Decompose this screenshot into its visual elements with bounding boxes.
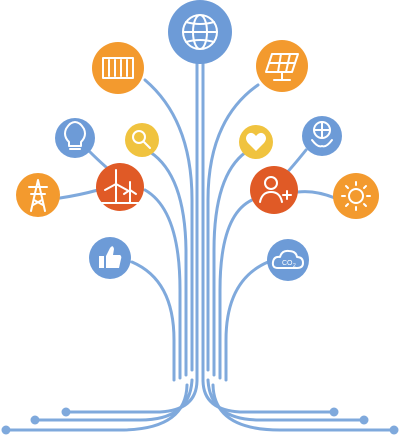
root-right-outer xyxy=(206,378,362,422)
node-wind xyxy=(96,163,144,211)
co2-cloud-icon: CO 2 xyxy=(271,249,304,269)
root-right-bottom xyxy=(211,383,396,432)
thumbs-up-icon xyxy=(99,246,122,268)
magnifier-icon xyxy=(132,130,151,149)
node-bulb xyxy=(55,118,95,158)
add-user-icon xyxy=(259,176,292,203)
bio-globe-icon xyxy=(311,121,333,148)
globe-icon xyxy=(182,14,218,50)
node-like xyxy=(89,237,131,279)
branch-pylon xyxy=(58,188,100,200)
branch-heart xyxy=(212,150,248,377)
root-dot xyxy=(61,407,71,417)
trunk-branch xyxy=(68,56,199,414)
branch-like xyxy=(130,260,176,382)
node-magnifier xyxy=(125,123,159,157)
node-co2: CO 2 xyxy=(267,239,309,281)
branch-hydro xyxy=(143,78,194,372)
power-pylon-icon xyxy=(28,179,48,212)
light-bulb-icon xyxy=(64,121,86,150)
branch-magnifier xyxy=(148,150,188,377)
node-sun xyxy=(333,173,379,219)
node-add-user xyxy=(250,166,298,214)
node-bio-globe xyxy=(302,116,342,156)
tree-nodes: CO 2 xyxy=(16,0,379,281)
root-dot xyxy=(389,425,399,435)
root-left-outer xyxy=(36,378,194,422)
wind-turbine-icon xyxy=(101,169,139,204)
root-dot xyxy=(359,415,369,425)
branch-sun xyxy=(296,190,337,200)
node-heart xyxy=(239,125,273,159)
node-pylon xyxy=(16,173,60,217)
root-left-bottom xyxy=(4,383,189,432)
solar-panel-icon xyxy=(265,53,299,81)
trunk-branch-right xyxy=(201,56,332,414)
sun-icon xyxy=(341,181,371,211)
node-globe xyxy=(168,0,232,64)
heart-icon xyxy=(246,132,266,151)
branch-adduser xyxy=(218,198,254,380)
hydro-dam-icon xyxy=(102,57,134,79)
branch-solar xyxy=(206,83,260,372)
branch-co2 xyxy=(224,260,270,382)
root-dot xyxy=(1,425,11,435)
branch-wind xyxy=(143,188,182,380)
co2-subscript: 2 xyxy=(293,263,296,269)
root-dot xyxy=(30,415,40,425)
node-hydro xyxy=(92,42,144,94)
root-dot xyxy=(329,407,339,417)
tree-branches xyxy=(1,56,399,435)
node-solar xyxy=(256,40,308,92)
co2-label: CO xyxy=(282,260,293,267)
